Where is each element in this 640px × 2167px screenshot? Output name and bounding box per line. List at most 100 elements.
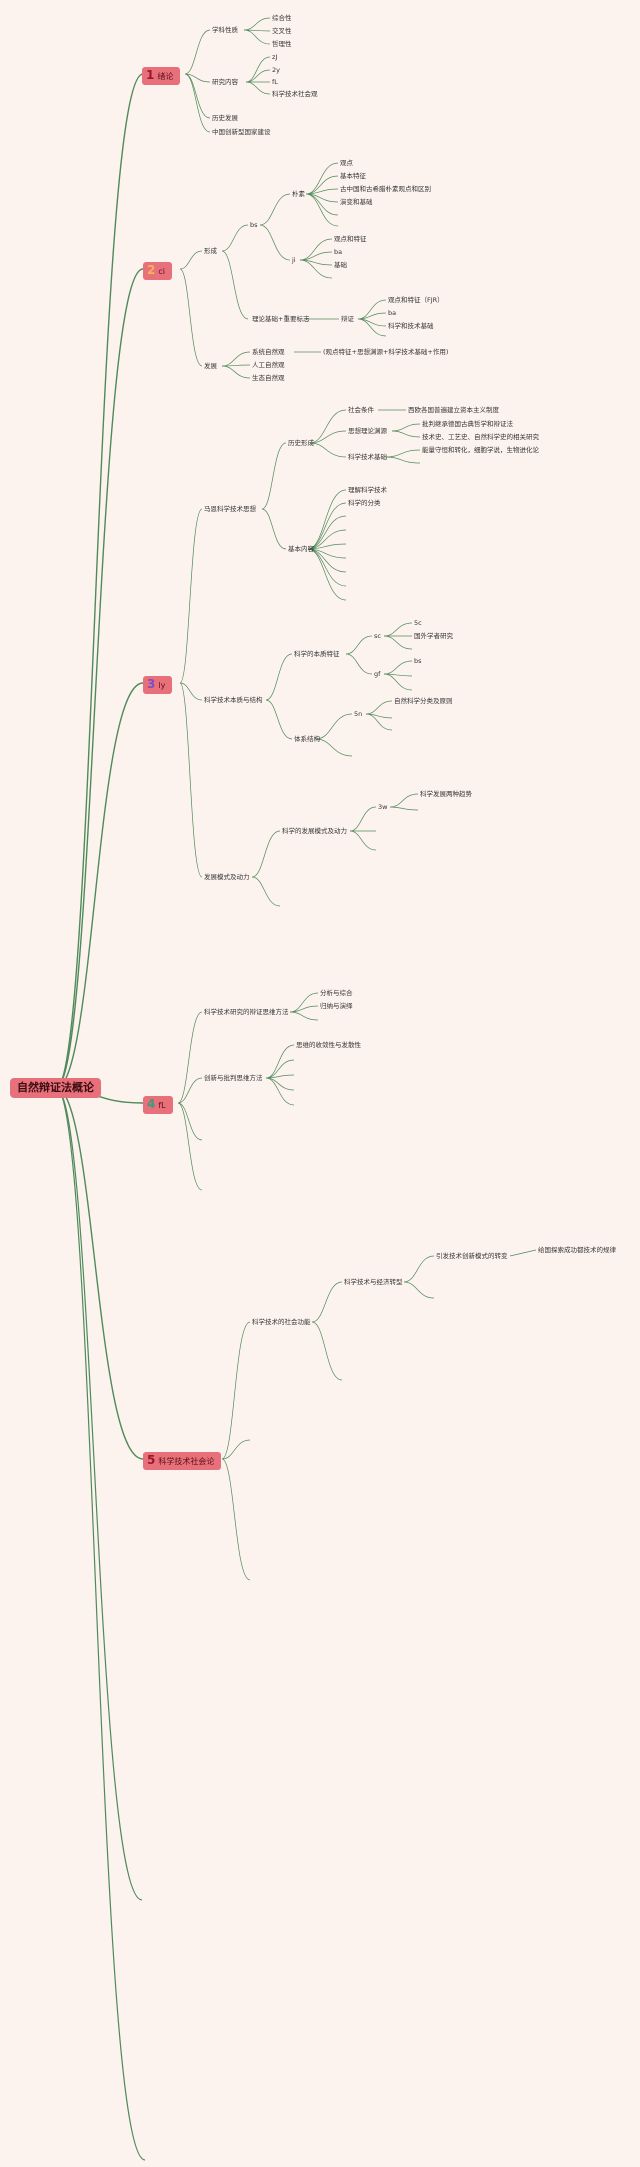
- node-social-conditions-note[interactable]: 西欧各国普遍建立资本主义制度: [408, 406, 499, 414]
- node-st-society[interactable]: 科学技术社会观: [272, 90, 318, 98]
- content-branch: [245, 56, 271, 83]
- node-basic-content[interactable]: 基本内容: [288, 545, 314, 553]
- node-system-nature-note[interactable]: (观点特征+思想渊源+科学技术基础+作用): [323, 348, 449, 356]
- section-1-number: 1: [146, 68, 155, 82]
- innovation-branch: [265, 1044, 295, 1079]
- node-social-function[interactable]: 科学技术的社会功能: [252, 1318, 311, 1326]
- node-science-dev-mode[interactable]: 科学的发展模式及动力: [282, 827, 347, 835]
- node-foreign-research[interactable]: 国外学者研究: [414, 632, 453, 640]
- node-st-essence-structure[interactable]: 科学技术本质与结构: [204, 696, 263, 704]
- node-sc-5c[interactable]: 5c: [414, 619, 422, 627]
- system-branch: [315, 738, 353, 757]
- history-branch: [309, 430, 347, 444]
- trunk-line: [55, 682, 144, 1089]
- development-branch: [221, 365, 251, 379]
- sc-branch: [383, 622, 413, 637]
- content-branch: [245, 81, 271, 95]
- node-hist-formation[interactable]: 历史形成: [288, 439, 314, 447]
- ji-branch: [299, 259, 333, 279]
- node-comprehensive[interactable]: 综合性: [272, 14, 292, 22]
- section-4-label: fL: [158, 1101, 166, 1110]
- node-system-nature[interactable]: 系统自然观: [252, 348, 285, 356]
- node-natural-science-classification[interactable]: 自然科学分类及原则: [394, 697, 453, 705]
- economy-branch: [403, 1281, 435, 1299]
- node-china-innovation[interactable]: 中国创新型国家建设: [212, 128, 271, 136]
- section-3-branch: [179, 682, 203, 878]
- node-history-research[interactable]: 技术史、工艺史、自然科学史的相关研究: [422, 433, 539, 441]
- section-4-branch: [177, 1011, 203, 1104]
- mode-branch: [251, 830, 281, 878]
- node-marx-thought[interactable]: 马恩科学技术思想: [204, 505, 256, 513]
- node-subject-nature[interactable]: 学科性质: [212, 26, 238, 34]
- node-dialectic[interactable]: 辩证: [341, 315, 354, 323]
- node-artificial-nature[interactable]: 人工自然观: [252, 361, 285, 369]
- node-induction-deduction[interactable]: 归纳与演绎: [320, 1002, 353, 1010]
- node-energy-cell-evolution[interactable]: 能量守恒和转化，细胞学说，生物进化论: [422, 446, 539, 454]
- node-ji-viewpoint[interactable]: 观点和特征: [334, 235, 367, 243]
- node-social-conditions[interactable]: 社会条件: [348, 406, 374, 414]
- node-gf[interactable]: gf: [374, 670, 381, 678]
- naive-branch: [305, 193, 339, 227]
- node-two-trends[interactable]: 科学发展两种趋势: [420, 790, 472, 798]
- node-zj[interactable]: zJ: [272, 53, 278, 61]
- node-essential-features[interactable]: 科学的本质特征: [294, 650, 340, 658]
- node-innovation-critical[interactable]: 创新与批判思维方法: [204, 1074, 263, 1082]
- trunk-line: [55, 73, 144, 1089]
- node-cross[interactable]: 交叉性: [272, 27, 292, 35]
- node-system-structure[interactable]: 体系结构: [294, 735, 320, 743]
- node-formation[interactable]: 形成: [204, 247, 217, 255]
- node-philosophical[interactable]: 哲理性: [272, 40, 292, 48]
- node-naive[interactable]: 朴素: [292, 190, 305, 198]
- node-analysis-synthesis[interactable]: 分析与综合: [320, 989, 353, 997]
- node-ji-basis[interactable]: 基础: [334, 261, 347, 269]
- root-node[interactable]: 自然辩证法概论: [10, 1078, 101, 1098]
- essence-structure-branch: [265, 653, 293, 701]
- content-detail-branch: [307, 548, 347, 601]
- node-naive-compare[interactable]: 古中国和古希腊朴素观点和区别: [340, 185, 431, 193]
- node-thought-origins[interactable]: 思想理论渊源: [348, 427, 387, 435]
- node-eco-nature[interactable]: 生态自然观: [252, 374, 285, 382]
- node-theory-basis[interactable]: 理论基础+重要标志: [252, 315, 310, 323]
- node-dialectic-thinking[interactable]: 科学技术研究的辩证思维方法: [204, 1008, 289, 1016]
- node-dialectic-ba[interactable]: ba: [388, 309, 397, 317]
- essence-branch: [345, 635, 373, 655]
- innovation-branch: [265, 1059, 295, 1079]
- node-dev-mode-drive[interactable]: 发展模式及动力: [204, 873, 250, 881]
- node-fl[interactable]: fL: [272, 78, 278, 86]
- node-history-dev[interactable]: 历史发展: [212, 114, 238, 122]
- node-st-basis[interactable]: 科学技术基础: [348, 453, 387, 461]
- node-research-content[interactable]: 研究内容: [212, 78, 238, 86]
- node-development[interactable]: 发展: [204, 362, 217, 370]
- node-ji[interactable]: ji: [292, 256, 296, 264]
- node-german-philosophy[interactable]: 批判继承德国古典哲学和辩证法: [422, 420, 513, 428]
- node-convergent-divergent[interactable]: 思维的收敛性与发散性: [296, 1041, 361, 1049]
- fivename-branch: [365, 700, 393, 715]
- node-understand-st[interactable]: 理解科学技术: [348, 486, 387, 494]
- node-naive-features[interactable]: 基本特征: [340, 172, 366, 180]
- node-5n[interactable]: 5n: [354, 710, 363, 718]
- node-bs[interactable]: bs: [250, 221, 258, 229]
- section-5-number: 5: [147, 1453, 156, 1467]
- node-dialectic-basis[interactable]: 科学和技术基础: [388, 322, 434, 330]
- node-ji-ba[interactable]: ba: [334, 248, 343, 256]
- node-dialectic-viewpoint[interactable]: 观点和特征（FJR）: [388, 296, 444, 304]
- node-science-classification[interactable]: 科学的分类: [348, 499, 381, 507]
- node-innovation-mode-shift[interactable]: 引发技术创新模式的转变: [436, 1252, 508, 1260]
- node-2y[interactable]: 2y: [272, 66, 280, 74]
- node-explore-rules[interactable]: 给国探索成功都技术的规律: [538, 1246, 616, 1254]
- node-sc[interactable]: sc: [374, 632, 381, 640]
- node-3w[interactable]: 3w: [378, 803, 388, 811]
- node-naive-viewpoint[interactable]: 观点: [340, 159, 353, 167]
- node-gf-bs[interactable]: bs: [414, 657, 422, 665]
- trunk-line: [55, 268, 144, 1089]
- node-naive-evolution[interactable]: 演变和基础: [340, 198, 373, 206]
- subject-branch: [243, 17, 271, 31]
- section-1-branch: [184, 73, 211, 133]
- node-economic-transition[interactable]: 科学技术与经济转型: [344, 1278, 403, 1286]
